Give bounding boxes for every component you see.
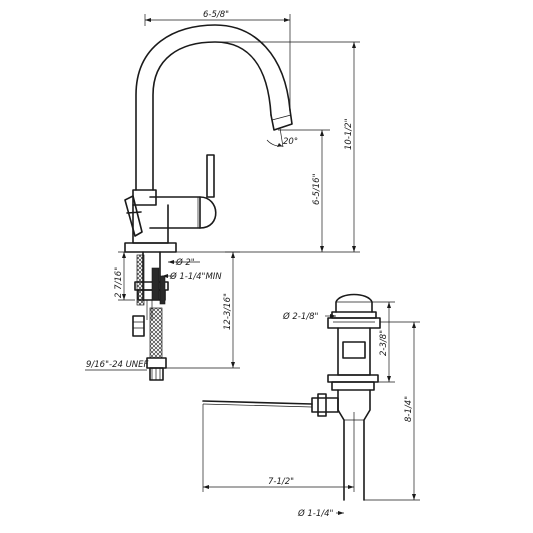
spout-reach-label: 6-5/8": [203, 10, 229, 20]
spout-height-label: 6-5/16": [312, 173, 322, 205]
faucet-body: [124, 24, 293, 253]
hole-min-label: Ø 1-1/4"MIN: [169, 271, 222, 282]
faucet-dimension-lines: [85, 14, 360, 371]
drain-cap-height-label: 2-3/8": [379, 330, 389, 356]
supply-length-label: 12-3/16": [223, 293, 233, 330]
drain-dimension-lines: [202, 301, 420, 515]
base-diameter-label: Ø 2": [175, 257, 195, 268]
aerator-angle-label: 20°: [283, 137, 298, 147]
popup-drain: [202, 293, 381, 501]
drain-cap-diameter-label: Ø 2-1/8": [282, 311, 319, 322]
deck-thickness-label: 2 7/16": [114, 267, 124, 298]
drain-overall-height-label: 8-1/4": [404, 396, 414, 422]
thread-spec-label: 9/16"-24 UNEF: [86, 360, 149, 370]
overall-height-label: 10-1/2": [344, 118, 354, 150]
rod-length-label: 7-1/2": [268, 477, 294, 487]
mounting-assembly: [134, 251, 169, 320]
tailpiece-diameter-label: Ø 1-1/4": [297, 508, 334, 519]
